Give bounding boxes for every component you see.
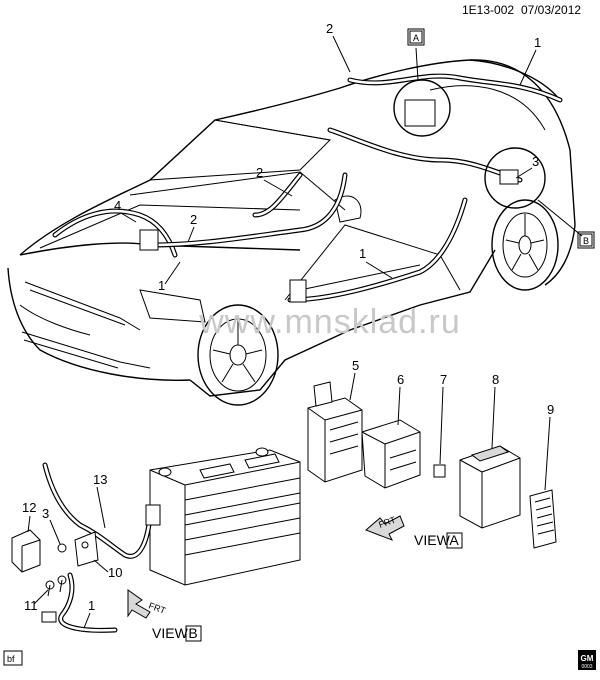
view-b-letter: B (583, 236, 589, 246)
forward-arrow-view-b: FRT (127, 589, 167, 619)
callout-6: 6 (397, 372, 404, 387)
view-b-label: VIEW B (152, 625, 202, 642)
callout-3-battery: 3 (42, 506, 49, 521)
callout-12: 12 (22, 500, 36, 515)
callout-13: 13 (93, 472, 107, 487)
view-a-letter: A (413, 33, 419, 43)
watermark: www.mnsklad.ru (198, 303, 461, 341)
forward-arrow-view-a: FRT (365, 514, 405, 541)
callout-9: 9 (547, 402, 554, 417)
callout-5: 5 (352, 358, 359, 373)
diagram-date: 07/03/2012 (521, 3, 581, 17)
car-outline (7, 59, 576, 397)
gm-logo: GM 0003 (578, 650, 596, 670)
detail-circle-a (393, 79, 451, 137)
negative-cable-1: 1 (41, 572, 118, 633)
callout-1-cable: 1 (88, 598, 95, 613)
view-b-word: VIEW (152, 625, 189, 641)
gm-logo-bottom: 0003 (581, 664, 592, 670)
diagram-code: 1E13-002 (462, 3, 514, 17)
component-5-fuse-block: 5 (307, 358, 363, 483)
sensor-12: 12 (11, 500, 41, 573)
callout-2-mid: 2 (256, 165, 263, 180)
callout-2-top: 2 (326, 21, 333, 36)
view-b-marker: B (577, 231, 595, 249)
callout-8: 8 (492, 372, 499, 387)
rear-wheel (491, 199, 559, 291)
component-6-relay-holder: 6 (361, 372, 421, 489)
view-a-word: VIEW (414, 532, 451, 548)
callout-7: 7 (440, 372, 447, 387)
front-wheel (197, 304, 279, 406)
view-a-marker: A (407, 28, 425, 46)
fwd-label-b: FRT (147, 600, 167, 615)
battery (149, 447, 301, 586)
gm-logo-top: GM (581, 654, 594, 663)
detail-circle-b (484, 147, 546, 209)
nut-3: 3 (42, 506, 67, 553)
callout-1-side: 1 (359, 246, 366, 261)
component-7-relay: 7 (433, 372, 447, 478)
view-a-box-letter: A (449, 532, 459, 548)
wiring-harnesses (52, 73, 563, 303)
view-b-box-letter: B (188, 625, 197, 641)
footer-left-tag: bf (3, 650, 23, 666)
callout-1-front: 1 (158, 278, 165, 293)
fasteners-11: 11 (24, 575, 67, 613)
battery-cable-13: 13 (42, 462, 161, 559)
callout-4: 4 (114, 198, 121, 213)
car-callouts: 1 2 2 2 4 1 1 3 (114, 21, 541, 293)
component-8-module: 8 (459, 372, 521, 529)
component-9-label: 9 (529, 402, 557, 549)
callout-1-top: 1 (534, 35, 541, 50)
bracket-10: 10 (74, 531, 122, 580)
footer-tag-text: bf (7, 654, 15, 664)
callout-2-hood: 2 (190, 212, 197, 227)
callout-3-right: 3 (532, 154, 539, 169)
callout-11: 11 (24, 598, 38, 613)
callout-10: 10 (108, 565, 122, 580)
view-a-label: VIEW A (414, 532, 463, 549)
